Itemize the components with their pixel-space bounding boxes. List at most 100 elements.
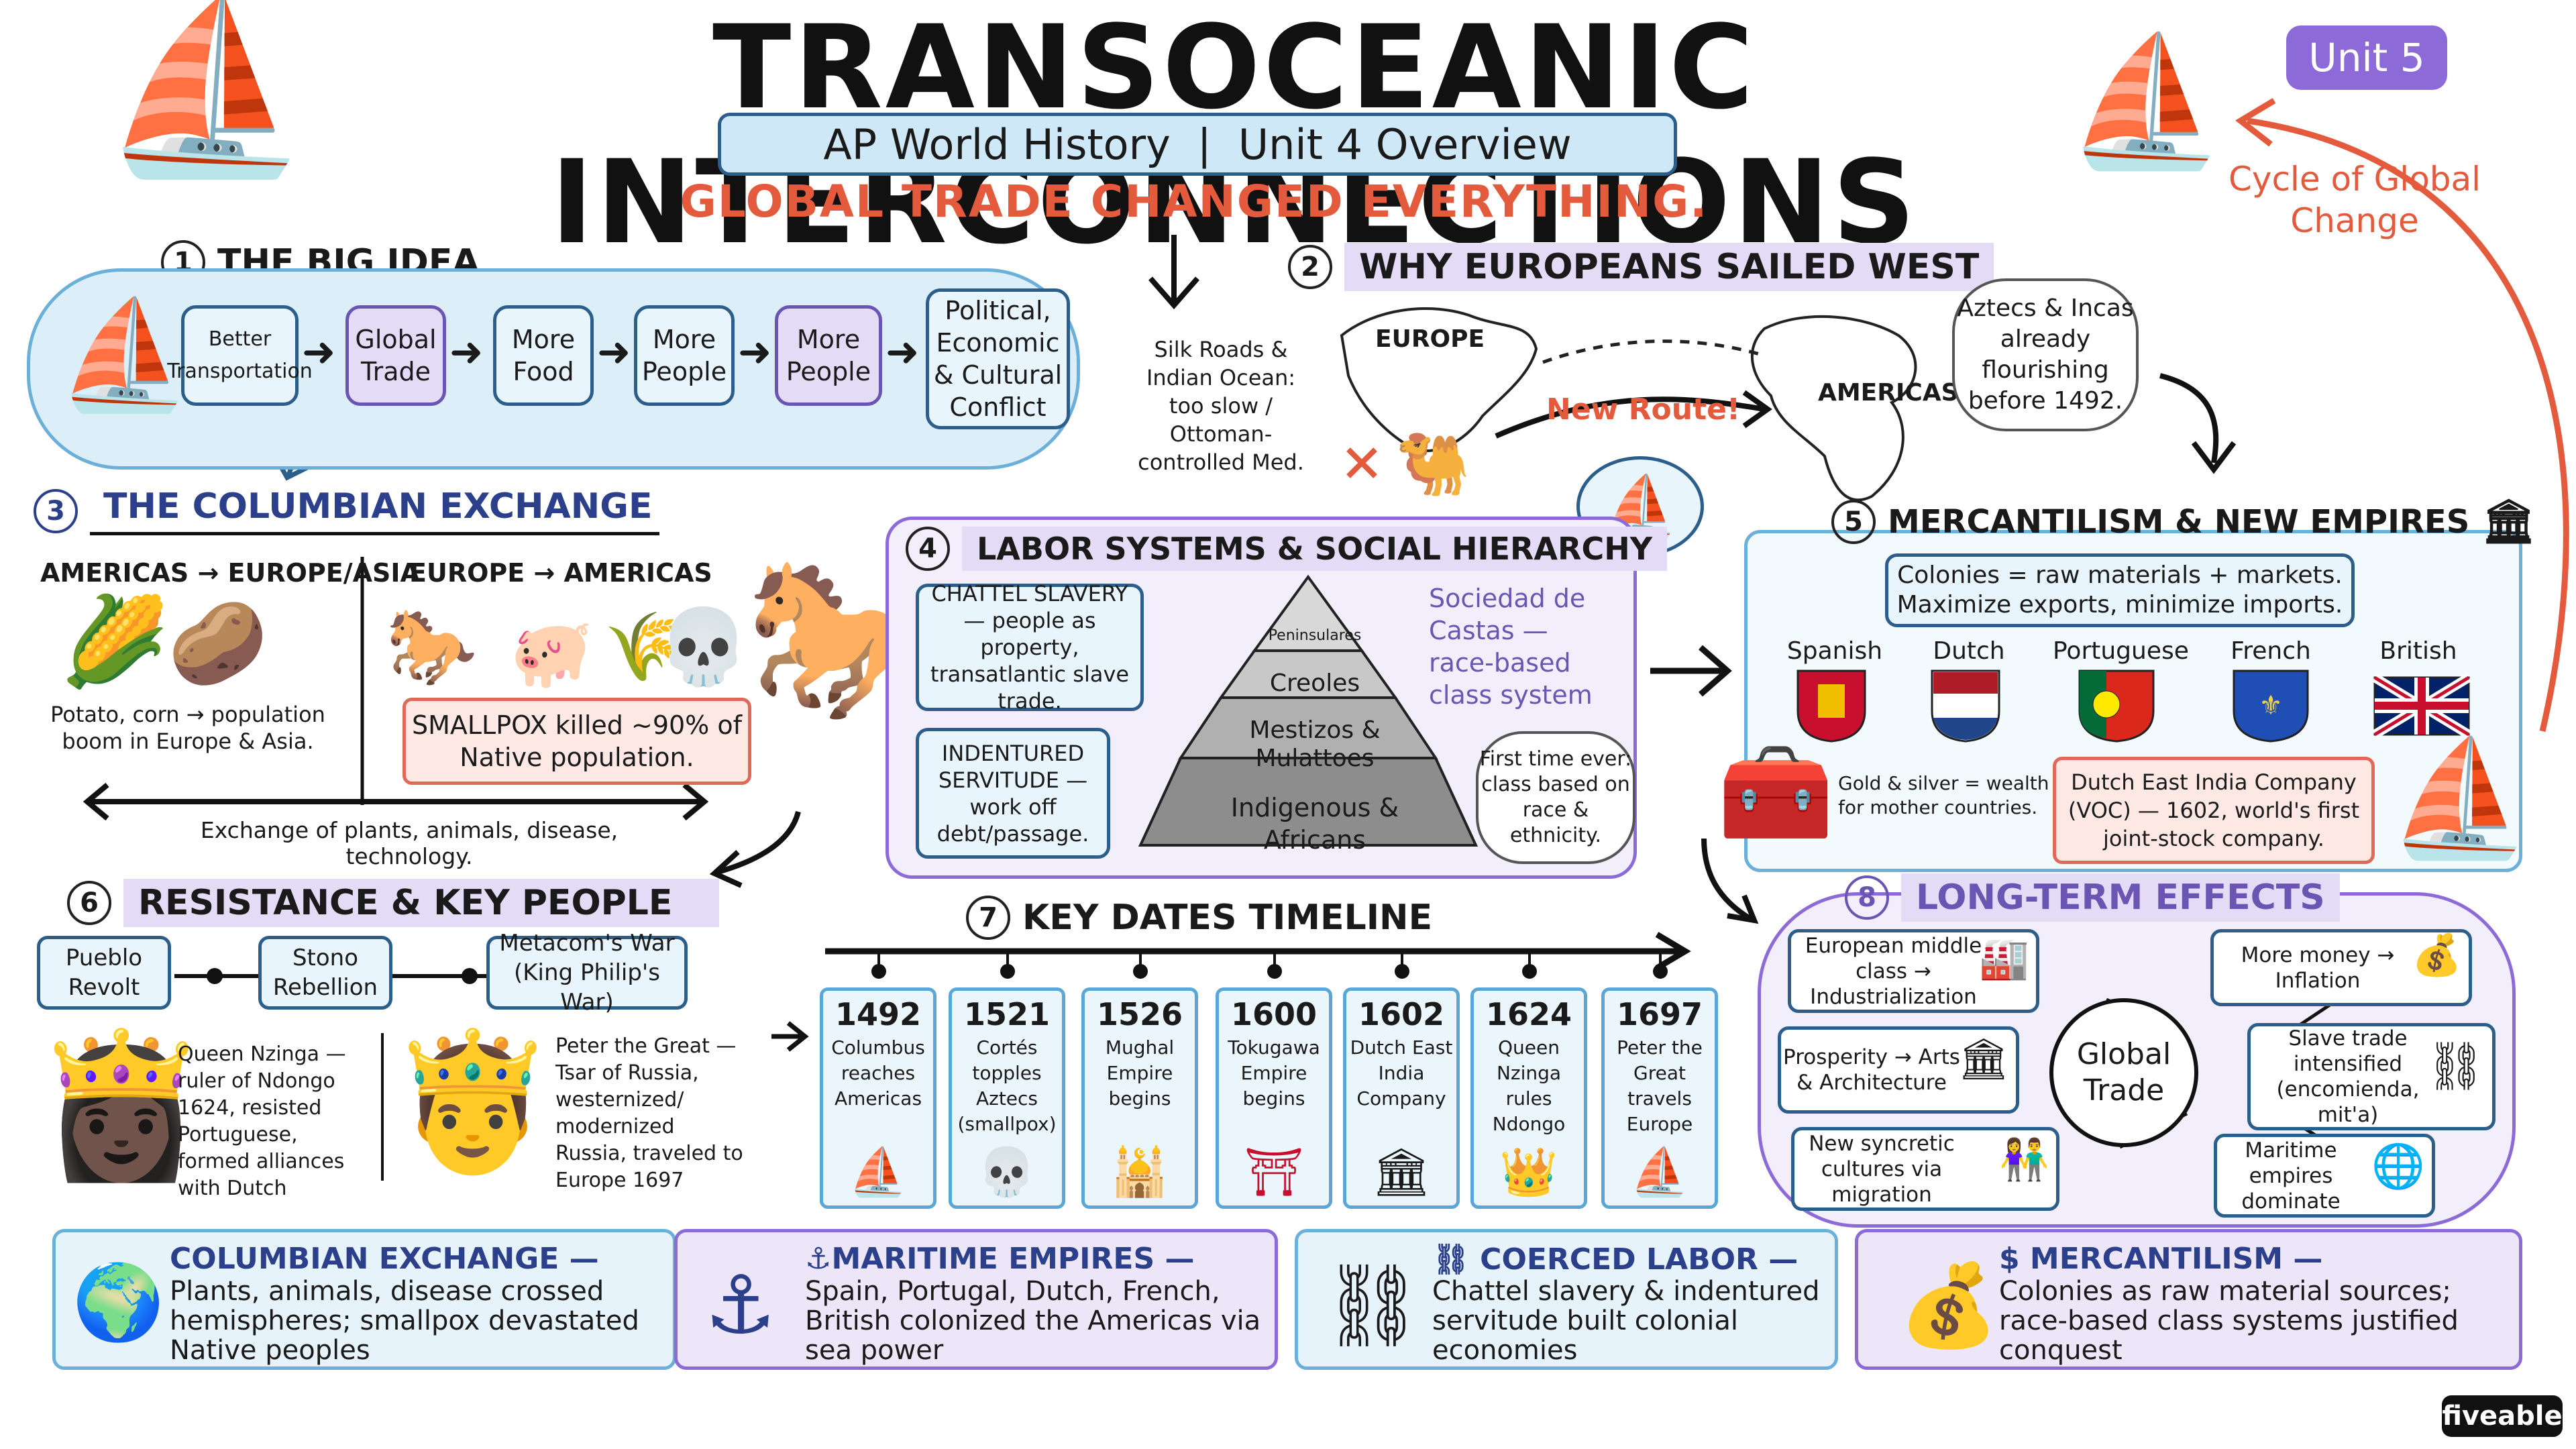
timeline-event: Tokugawa Empire begins [1228,1036,1320,1110]
flow-step: Better Transportation [167,305,313,406]
summary-title: ⛓ COERCED LABOR — [1432,1242,1799,1277]
summary-card-columbian: 🌍 COLUMBIAN EXCHANGE — Plants, animals, … [52,1229,676,1370]
globe-icon: 🌐 [2371,1142,2425,1191]
summary-card-mercantilism: 💰 $ MERCANTILISM — Colonies as raw mater… [1855,1229,2522,1370]
section-8-header: 8 LONG-TERM EFFECTS [1845,873,2340,922]
americas-to-europe-heading: AMERICAS → EUROPE/ASIA [40,558,420,588]
peter-the-great-portrait: 🤴 [389,1024,557,1180]
queen-nzinga-portrait: 👸🏿 [34,1023,209,1187]
summary-body: Plants, animals, disease crossed hemisph… [170,1276,639,1366]
americas-label: AMERICAS [1818,379,1959,407]
effect-slave-trade: Slave trade intensified (encomienda, mit… [2247,1023,2496,1130]
section-7-header: 7 KEY DATES TIMELINE [966,896,1432,940]
timeline-card: 1492 Columbus reaches Americas ⛵ [820,987,936,1209]
effect-syncretic: New syncretic cultures via migration 👫 [1791,1127,2059,1211]
subtitle-banner: AP World History | Unit 4 Overview [718,113,1677,176]
first-time-note: First time ever: class based on race & e… [1476,731,1635,864]
europe-to-americas-heading: EUROPE → AMERICAS [409,558,712,588]
effect-text: More money → Inflation [2241,943,2395,993]
flags-row: ⚜ [1796,669,2471,743]
section-title: KEY DATES TIMELINE [1022,898,1433,938]
summary-title: COLUMBIAN EXCHANGE — [170,1242,599,1276]
summary-title: $ MERCANTILISM — [1999,1242,2323,1276]
ship-icon: ⛵ [2388,732,2530,865]
cycle-label: Cycle of Global Change [2228,160,2481,240]
timeline-event: Mughal Empire begins [1105,1036,1175,1110]
summary-body: Colonies as raw material sources; race-b… [1999,1276,2459,1366]
timeline-year: 1602 [1358,996,1445,1032]
timeline-year: 1521 [963,996,1051,1032]
british-flag-icon [2372,674,2471,739]
unit-badge[interactable]: Unit 5 [2286,25,2447,90]
chattel-slavery-box: CHATTEL SLAVERY — people as property, tr… [916,581,1144,714]
summary-card-maritime: ⚓ ⚓MARITIME EMPIRES — Spain, Portugal, D… [674,1229,1278,1370]
timeline-event: Columbus reaches Americas [831,1036,925,1110]
section-number: 6 [67,881,111,925]
smallpox-callout: SMALLPOX killed ~90% of Native populatio… [402,698,751,785]
globe-icon: 🌍 [72,1259,164,1345]
timeline-year: 1526 [1096,996,1183,1032]
anchor-icon: ⚓ [704,1259,777,1352]
pyramid-tier-2: Creoles [1269,669,1360,697]
section-title: LABOR SYSTEMS & SOCIAL HIERARCHY [962,527,1668,571]
summary-card-coerced-labor: ⛓ ⛓ COERCED LABOR — Chattel slavery & in… [1295,1229,1838,1370]
summary-body: Chattel slavery & indentured servitude b… [1432,1276,1820,1366]
timeline-year: 1600 [1230,996,1318,1032]
coins-icon: 💰 [2412,932,2462,979]
timeline-event: Peter the Great travels Europe [1617,1036,1703,1135]
building-icon: 🏛 [1371,1144,1432,1199]
world-map [1340,307,1917,502]
gold-silver-note: Gold & silver = wealth for mother countr… [1838,772,2049,818]
section-number: 3 [34,488,78,533]
effect-text: New syncretic cultures via migration [1809,1131,1955,1207]
people-icon: 👫 [1999,1136,2049,1183]
french-flag-icon: ⚜ [2233,669,2309,743]
pyramid-tier-1: Peninsulares [1268,627,1362,644]
flow-step: More Food [493,305,594,406]
timeline-event: Cortés topples Aztecs (smallpox) [957,1036,1057,1135]
skull-icon: 💀 [977,1144,1036,1199]
section-title: MERCANTILISM & NEW EMPIRES [1888,502,2470,541]
money-bag-icon: 💰 [1898,1259,1999,1352]
timeline-card: 1600 Tokugawa Empire begins ⛩ [1216,987,1332,1209]
subtitle-divider: | [1197,119,1212,169]
timeline-year: 1492 [835,996,922,1032]
effect-text: European middle class → Industrializatio… [1805,933,1982,1009]
flag-label-portuguese: Portuguese [2053,637,2189,665]
timeline-year: 1624 [1485,996,1572,1032]
new-route-label: New Route! [1546,392,1741,427]
brand-logo[interactable]: fiveable [2442,1395,2563,1437]
timeline-year: 1697 [1616,996,1703,1032]
section-4-header: 4 LABOR SYSTEMS & SOCIAL HIERARCHY [906,527,1668,571]
section-6-divider [381,1033,384,1181]
right-ship-icon: ⛵ [2066,27,2225,175]
voc-callout: Dutch East India Company (VOC) — 1602, w… [2053,757,2375,864]
aztecs-note: Aztecs & Incas already flourishing befor… [1952,278,2139,431]
pyramid-tier-3: Mestizos & Mulattoes [1249,716,1381,772]
flag-label-dutch: Dutch [1933,637,2005,665]
chain-icon: ⛓ [1322,1259,1424,1352]
chain-icon: ⛓ [2426,1038,2485,1093]
timeline-card: 1526 Mughal Empire begins 🕌 [1081,987,1198,1209]
dutch-flag-icon [1931,669,2000,743]
left-ship-icon: ⛵ [101,0,310,184]
potato-icon: 🥔 [168,597,268,690]
ship-icon: ⛵ [1630,1144,1689,1199]
portuguese-flag-icon [2078,669,2155,743]
flow-step: Political, Economic & Cultural Conflict [926,288,1070,429]
flag-label-spanish: Spanish [1786,637,1883,665]
social-pyramid [1138,574,1479,847]
timeline-event: Queen Nzinga rules Ndongo [1492,1036,1566,1135]
flow-step: More People [775,305,882,406]
factory-icon: 🏭 [1979,935,2029,982]
section-title: WHY EUROPEANS SAILED WEST [1344,243,1994,291]
flow-step: More People [634,305,735,406]
section-number: 5 [1831,499,1876,544]
section-6-header: 6 RESISTANCE & KEY PEOPLE [67,879,720,927]
course-name: AP World History [823,119,1171,169]
mercantilism-summary: Colonies = raw materials + markets. Maxi… [1885,553,2355,627]
indentured-servitude-box: INDENTURED SERVITUDE — work off debt/pas… [916,728,1110,859]
peter-description: Peter the Great — Tsar of Russia, wester… [555,1034,743,1192]
section-number: 2 [1288,245,1332,289]
arrow-icon: ➜ [597,329,631,376]
